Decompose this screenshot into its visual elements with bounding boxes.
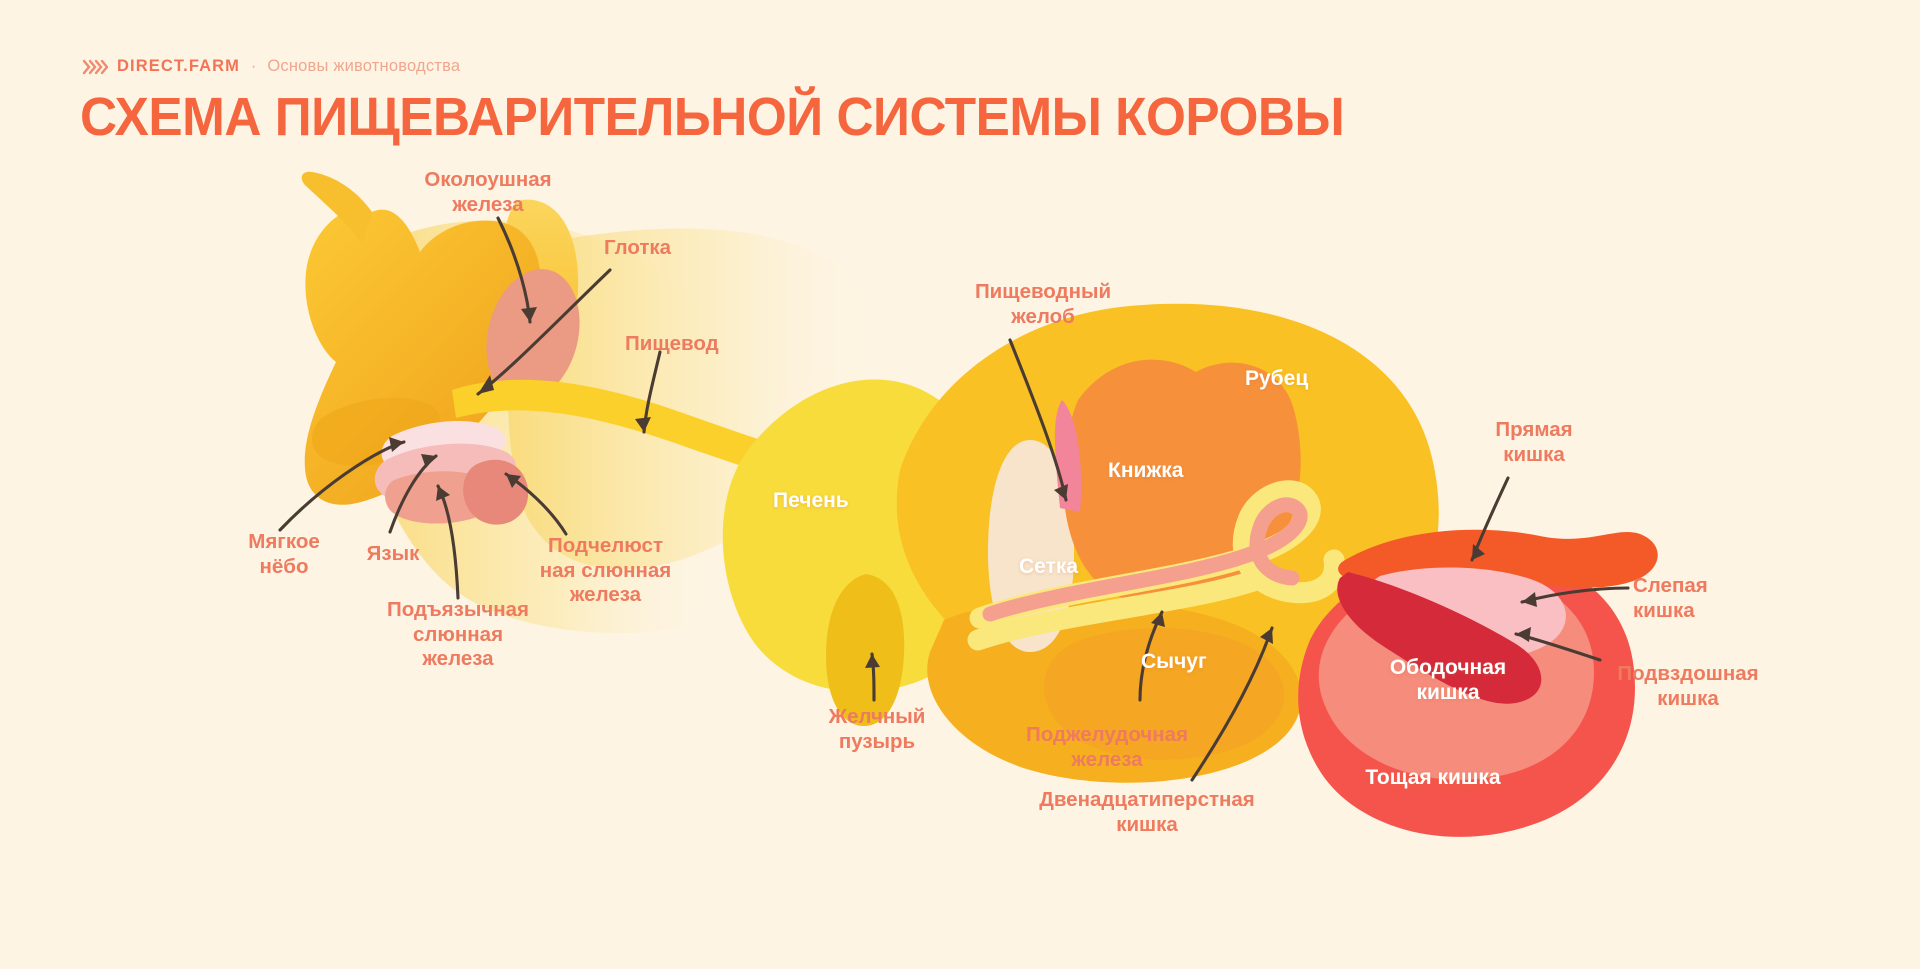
label-tongue: Язык [366,542,420,565]
label-cecum: Слепая кишка [1633,574,1708,622]
label-rectum: Прямая кишка [1495,418,1573,466]
label-ileum: Подвздошная кишка [1617,662,1759,710]
leader-lines [278,216,1630,782]
brand-bar: DIRECT.FARM · Основы животноводства [82,57,460,76]
duodenum-shape [982,497,1308,622]
ileum-shape [1337,572,1542,704]
label-liver: Печень [773,489,849,512]
label-esophageal-groove: Пищеводный желоб [974,280,1112,328]
label-duodenum: Двенадцатиперстная кишка [1039,788,1255,836]
label-omasum: Книжка [1108,459,1184,482]
label-soft-palate: Мягкое нёбо [248,530,320,578]
cow-horn [301,171,372,244]
label-pharynx: Глотка [604,236,672,259]
label-parotid-gland: Околоушная железа [424,168,552,216]
label-esophagus: Пищевод [625,332,719,355]
brand-separator: · [251,57,257,75]
label-reticulum: Сетка [1019,555,1079,578]
brand-name: DIRECT.FARM [117,57,241,75]
label-jejunum: Тощая кишка [1365,766,1501,789]
label-pancreas: Поджелудочная железа [1026,723,1188,771]
chevron-stack-icon [82,59,108,74]
label-abomasum: Сычуг [1141,650,1207,673]
label-rumen: Рубец [1245,367,1309,390]
page-title: СХЕМА ПИЩЕВАРИТЕЛЬНОЙ СИСТЕМЫ КОРОВЫ [80,87,1345,147]
label-gallbladder: Желчный пузырь [828,705,926,753]
label-submandibular-gland: Подчелюст ная слюнная железа [539,534,672,607]
label-sublingual-gland: Подъязычная слюнная железа [387,598,529,671]
brand-subtitle: Основы животноводства [267,57,461,75]
label-colon: Ободочная кишка [1389,656,1507,705]
gallbladder-shape [826,574,905,726]
